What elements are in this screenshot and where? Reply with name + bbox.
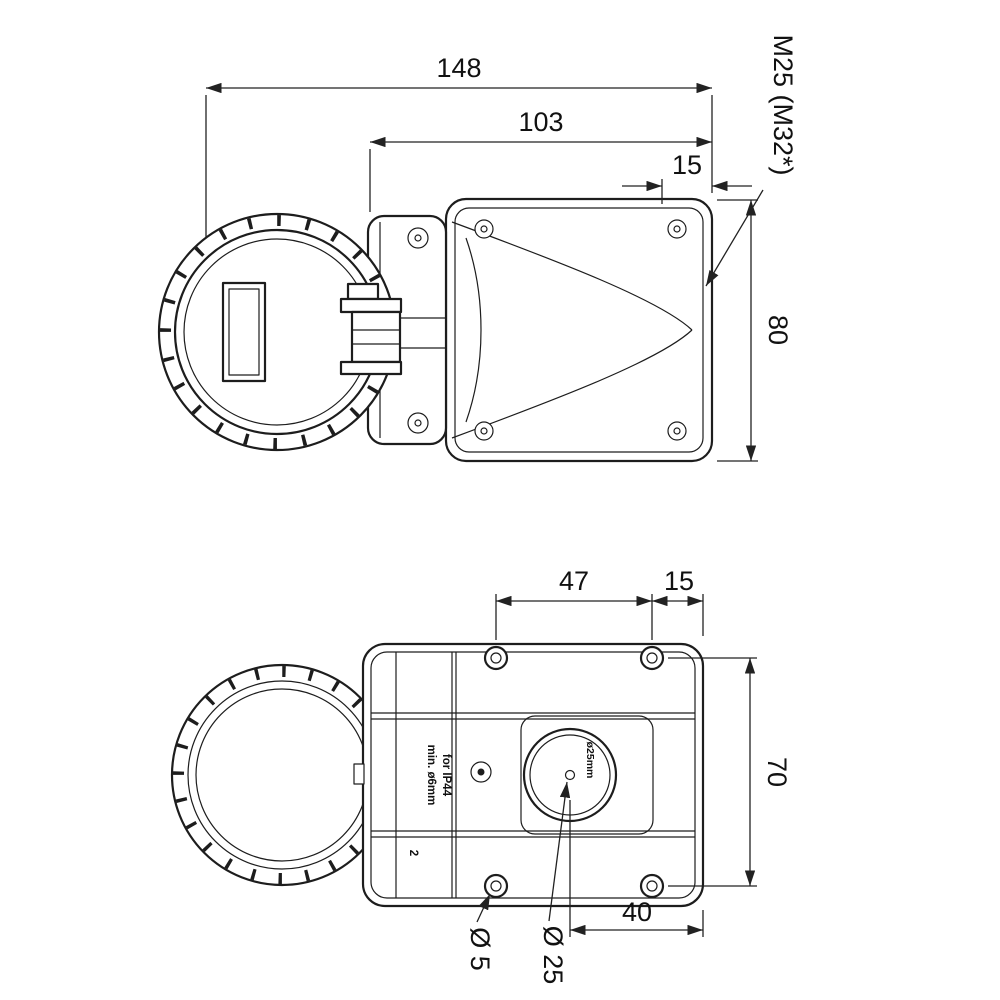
dim-knockout-offset: 40 <box>569 800 704 937</box>
front-view: min. ø6mm for IP44 ø25mm 2 47 15 70 <box>170 566 792 985</box>
flange-screw-top-center <box>414 234 422 242</box>
corner-screw <box>667 219 687 239</box>
dim-70-label: 70 <box>762 757 792 787</box>
knockout-size-label: ø25mm <box>584 742 596 779</box>
mounting-flange <box>366 214 448 446</box>
cover-screw-center <box>477 768 485 776</box>
index-label: 2 <box>407 850 419 856</box>
enclosure-inner-edge <box>454 207 704 453</box>
enclosure-front: min. ø6mm for IP44 ø25mm 2 <box>353 642 705 908</box>
knockout-callout: Ø 25 <box>538 781 571 985</box>
cover-screw <box>470 761 492 783</box>
dim-hole-edge-offset: 15 <box>652 566 704 636</box>
cap-window-inner <box>228 288 260 376</box>
dim-body-width: 103 <box>369 107 712 212</box>
knockout-diameter-label: Ø 25 <box>538 926 568 985</box>
dim-47-label: 47 <box>559 566 589 596</box>
dim-15-side-label: 15 <box>672 150 702 180</box>
dim-hole-spacing-vertical: 70 <box>668 657 792 887</box>
enclosure-front-outline <box>361 642 705 908</box>
knockout-center-mark <box>564 769 576 781</box>
dim-103-label: 103 <box>518 107 563 137</box>
gland-thread-label: M25 (M32*) <box>768 34 798 175</box>
mounting-hole <box>639 645 665 671</box>
gland-thread-callout: M25 (M32*) <box>705 34 798 287</box>
corner-screw <box>474 421 494 441</box>
dim-40-label: 40 <box>622 897 652 927</box>
cavity-arc <box>465 237 482 423</box>
flange-screw-bottom-center <box>414 419 422 427</box>
dim-hole-spacing-horizontal: 47 <box>495 566 653 640</box>
mounting-hole <box>639 873 665 899</box>
mounting-hole <box>483 873 509 899</box>
flange-screw-bottom <box>407 412 429 434</box>
small-hole-diameter-label: Ø 5 <box>465 927 495 971</box>
flange-screw-top <box>407 227 429 249</box>
dim-80-label: 80 <box>763 315 793 345</box>
dim-overall-width: 148 <box>205 53 713 238</box>
membrane-note-line1: min. ø6mm <box>425 745 437 806</box>
dim-gland-offset-side: 15 <box>622 150 752 204</box>
side-view: 148 103 15 80 M25 (M32*) <box>157 34 798 463</box>
cap-window <box>221 281 267 383</box>
dim-height: 80 <box>717 199 793 462</box>
corner-screw <box>474 219 494 239</box>
dim-15-front-label: 15 <box>664 566 694 596</box>
mounting-hole <box>483 645 509 671</box>
latch-mechanism <box>339 282 403 376</box>
enclosure-front-inner <box>370 651 696 899</box>
cavity-bottom-line <box>451 329 693 439</box>
knockout-plate <box>520 715 654 835</box>
membrane-note-line2: for IP44 <box>440 754 452 797</box>
dim-148-label: 148 <box>436 53 481 83</box>
enclosure-side <box>444 197 714 463</box>
hinge-tab <box>353 763 365 785</box>
small-hole-callout: Ø 5 <box>465 893 495 971</box>
corner-screw <box>667 421 687 441</box>
cavity-top-line <box>451 221 693 331</box>
